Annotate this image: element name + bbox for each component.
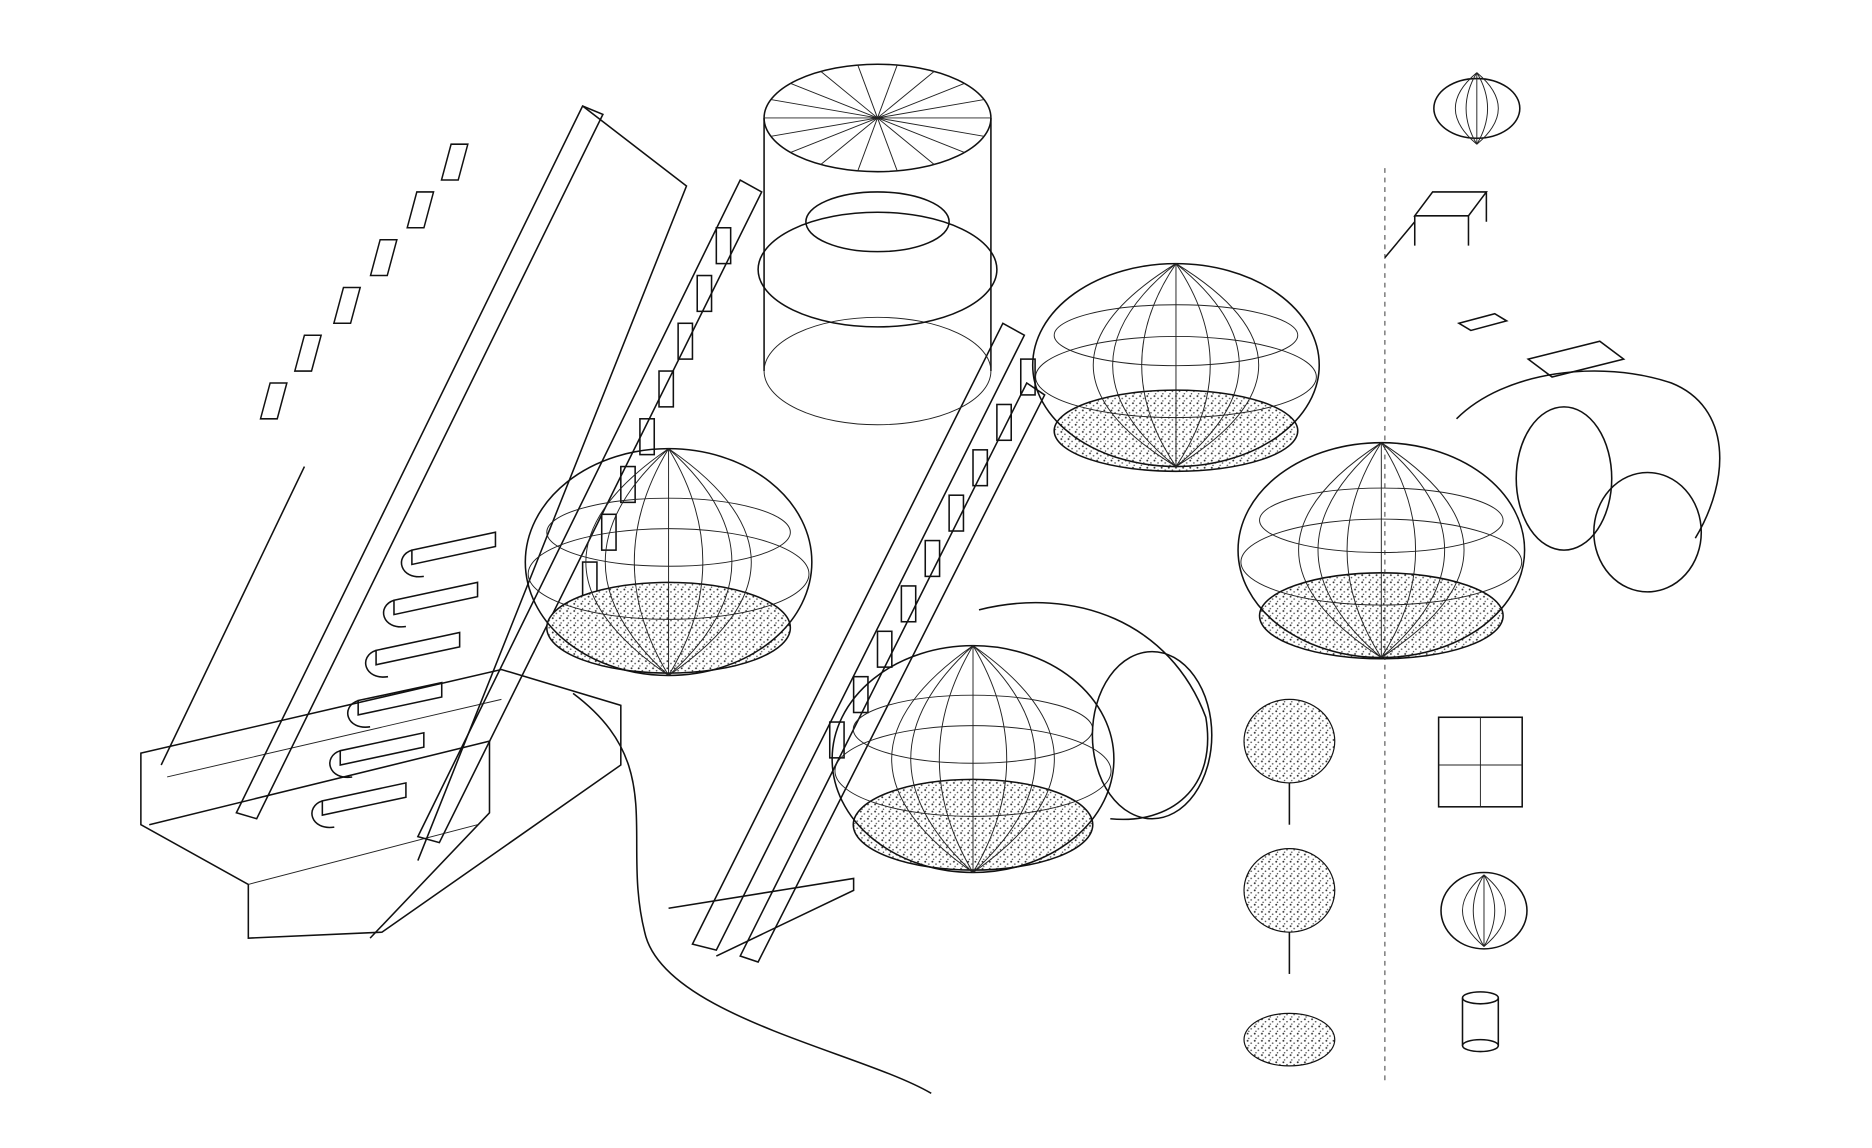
dome-rib	[891, 645, 974, 873]
tower-roof-rib	[790, 117, 878, 153]
solar-panel	[369, 238, 398, 277]
dome-rib	[910, 645, 974, 873]
base-platform	[140, 668, 932, 1095]
solar-panel	[658, 370, 675, 408]
dome-rib	[972, 645, 1055, 873]
cylinder-tower	[757, 63, 998, 426]
solar-panel	[293, 334, 323, 372]
tree-icon	[1243, 698, 1336, 825]
dome-rib	[668, 448, 704, 676]
spiral-stair	[311, 531, 497, 829]
dome-rib	[1298, 442, 1382, 658]
tower-roof-rib	[877, 117, 898, 172]
dome-rib	[1141, 263, 1177, 467]
dome-rib	[604, 448, 669, 676]
tower-roof-rib	[770, 99, 878, 119]
stair-landing	[365, 631, 461, 678]
solar-panel	[876, 630, 893, 668]
tower-roof-rib	[820, 117, 878, 165]
tower-roof-rib	[820, 71, 878, 119]
shrub-icon	[1243, 1012, 1336, 1067]
stair-landing	[329, 731, 425, 778]
solar-panel-array	[259, 143, 1036, 759]
sphere-icon	[1440, 871, 1528, 950]
tower-roof-rib	[877, 117, 965, 153]
cylinder-icon	[1461, 991, 1500, 1053]
solar-panel	[852, 675, 869, 714]
tube-connector	[978, 340, 1721, 821]
solar-panel	[332, 286, 362, 325]
tower-roof-rib	[770, 117, 878, 137]
dome-rib	[1381, 442, 1446, 658]
dome-rib	[972, 645, 1036, 873]
platform-icon	[1384, 191, 1488, 259]
dome-bottom-center	[831, 644, 1115, 874]
component-legend	[1243, 72, 1528, 1067]
solar-panel	[828, 721, 845, 759]
dome-rib	[1175, 263, 1211, 467]
tower-roof-rib	[877, 64, 898, 119]
dome-rib	[938, 645, 974, 873]
dome-rib	[585, 448, 669, 676]
tower-roof-rib	[857, 64, 878, 119]
tower-roof-rib	[877, 117, 935, 165]
dome-rib	[668, 448, 733, 676]
dome-rib	[1346, 442, 1382, 658]
tower-roof-rib	[790, 82, 878, 119]
frame-module-icon	[1437, 716, 1523, 808]
tower-roof-rib	[877, 82, 965, 119]
stair-landing	[347, 681, 443, 728]
solar-panel	[924, 539, 941, 578]
solar-panel	[972, 449, 989, 487]
solar-panel	[900, 585, 917, 623]
stair-landing	[382, 581, 479, 628]
dome-rib	[633, 448, 669, 676]
solar-panel	[677, 322, 694, 360]
solar-panel	[696, 274, 713, 313]
stair-landing	[311, 781, 407, 829]
tower-roof-rib	[877, 99, 985, 119]
solar-panel	[996, 403, 1012, 442]
solar-panel	[639, 418, 656, 456]
solar-panel	[1019, 358, 1036, 396]
dome-rib	[1112, 263, 1177, 467]
dome-rib	[1175, 263, 1259, 467]
solar-panel	[948, 494, 965, 532]
panel-icon	[1456, 312, 1509, 332]
dome-rib	[1317, 442, 1382, 658]
tower-roof-rib	[877, 71, 935, 119]
solar-panel	[715, 226, 732, 265]
solar-panel	[406, 191, 435, 229]
ramps	[160, 105, 1046, 963]
dome-rib	[1175, 263, 1240, 467]
dome-rib	[1381, 442, 1465, 658]
tower-roof-rib	[877, 117, 985, 137]
tree-icon	[1243, 847, 1336, 974]
dome-rib	[668, 448, 752, 676]
dome-top-center	[1031, 262, 1321, 473]
dome-rib	[1092, 263, 1177, 467]
dome-rib	[1380, 442, 1417, 658]
dome-right	[1237, 441, 1526, 660]
dome-rib	[972, 645, 1008, 873]
tower-roof-rib	[857, 117, 878, 172]
solar-panel	[259, 382, 288, 420]
dome-icon	[1433, 72, 1521, 145]
dome-left	[524, 447, 813, 677]
solar-panel	[440, 143, 469, 181]
stair-landing	[400, 531, 497, 578]
